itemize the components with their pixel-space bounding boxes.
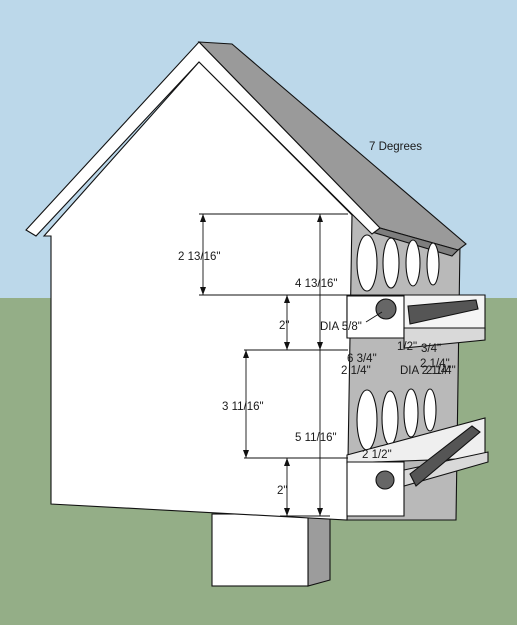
upper-porch-rail <box>403 327 486 349</box>
lower-hole-3 <box>403 388 419 438</box>
upper-hole-3 <box>405 239 421 287</box>
six-three-quarter-label: 6 3/4" <box>347 353 377 365</box>
lower-hole-1 <box>356 389 378 451</box>
upper-hole-4 <box>426 242 440 286</box>
two-quarter-left-label: 2 1/4" <box>341 365 371 377</box>
arrow-upper-top <box>200 214 206 222</box>
lower-porch-front <box>346 461 405 517</box>
two-half-label: 2 1/2" <box>362 449 392 461</box>
bottom-gap-label: 2" <box>277 485 287 497</box>
lower-hole-2 <box>381 390 399 446</box>
pole-side <box>307 515 331 587</box>
upper-perch <box>407 299 479 325</box>
arrow-floor-mid <box>317 342 323 350</box>
two-quarter-mid-label: 2 1/4" <box>426 365 456 377</box>
upper-box-height-label: 2 13/16" <box>178 251 220 263</box>
perch-hole-dia-label: DIA 5/8" <box>320 321 362 333</box>
front-wall <box>42 61 353 521</box>
upper-perch-hole <box>375 298 397 320</box>
lower-perch-hole <box>375 470 395 490</box>
upper-hole-1 <box>356 234 378 292</box>
arrow-bgap-bottom <box>284 508 290 516</box>
arrow-upper-bottom <box>200 287 206 295</box>
arrow-lower-bottom <box>243 450 249 458</box>
lower-perch <box>409 425 481 487</box>
upper-partial-label: 3/4" <box>421 343 441 355</box>
arrow-lowfloor-bottom <box>317 508 323 516</box>
arrow-gap-bottom <box>284 342 290 350</box>
lower-box-height-label: 3 11/16" <box>222 401 264 413</box>
dia-right-label: DIA 2 1/4" <box>400 365 451 377</box>
upper-hole-2 <box>382 237 400 289</box>
arrow-bgap-top <box>284 458 290 466</box>
roof-angle-label: 7 Degrees <box>369 141 422 153</box>
arrow-gap-top <box>284 295 290 303</box>
lower-floor-height-label: 5 11/16" <box>295 432 337 444</box>
upper-floor-height-label: 4 13/16" <box>295 278 337 290</box>
pole <box>211 513 309 587</box>
two-quarter-right-label: 2 1/4" <box>420 358 450 370</box>
half-inch-label: 1/2" <box>397 341 417 353</box>
arrow-floor-top <box>317 214 323 222</box>
arrow-lower-top <box>243 350 249 358</box>
upper-gap-label: 2" <box>279 320 289 332</box>
dia-leader <box>365 311 383 323</box>
lower-hole-4 <box>423 388 437 432</box>
